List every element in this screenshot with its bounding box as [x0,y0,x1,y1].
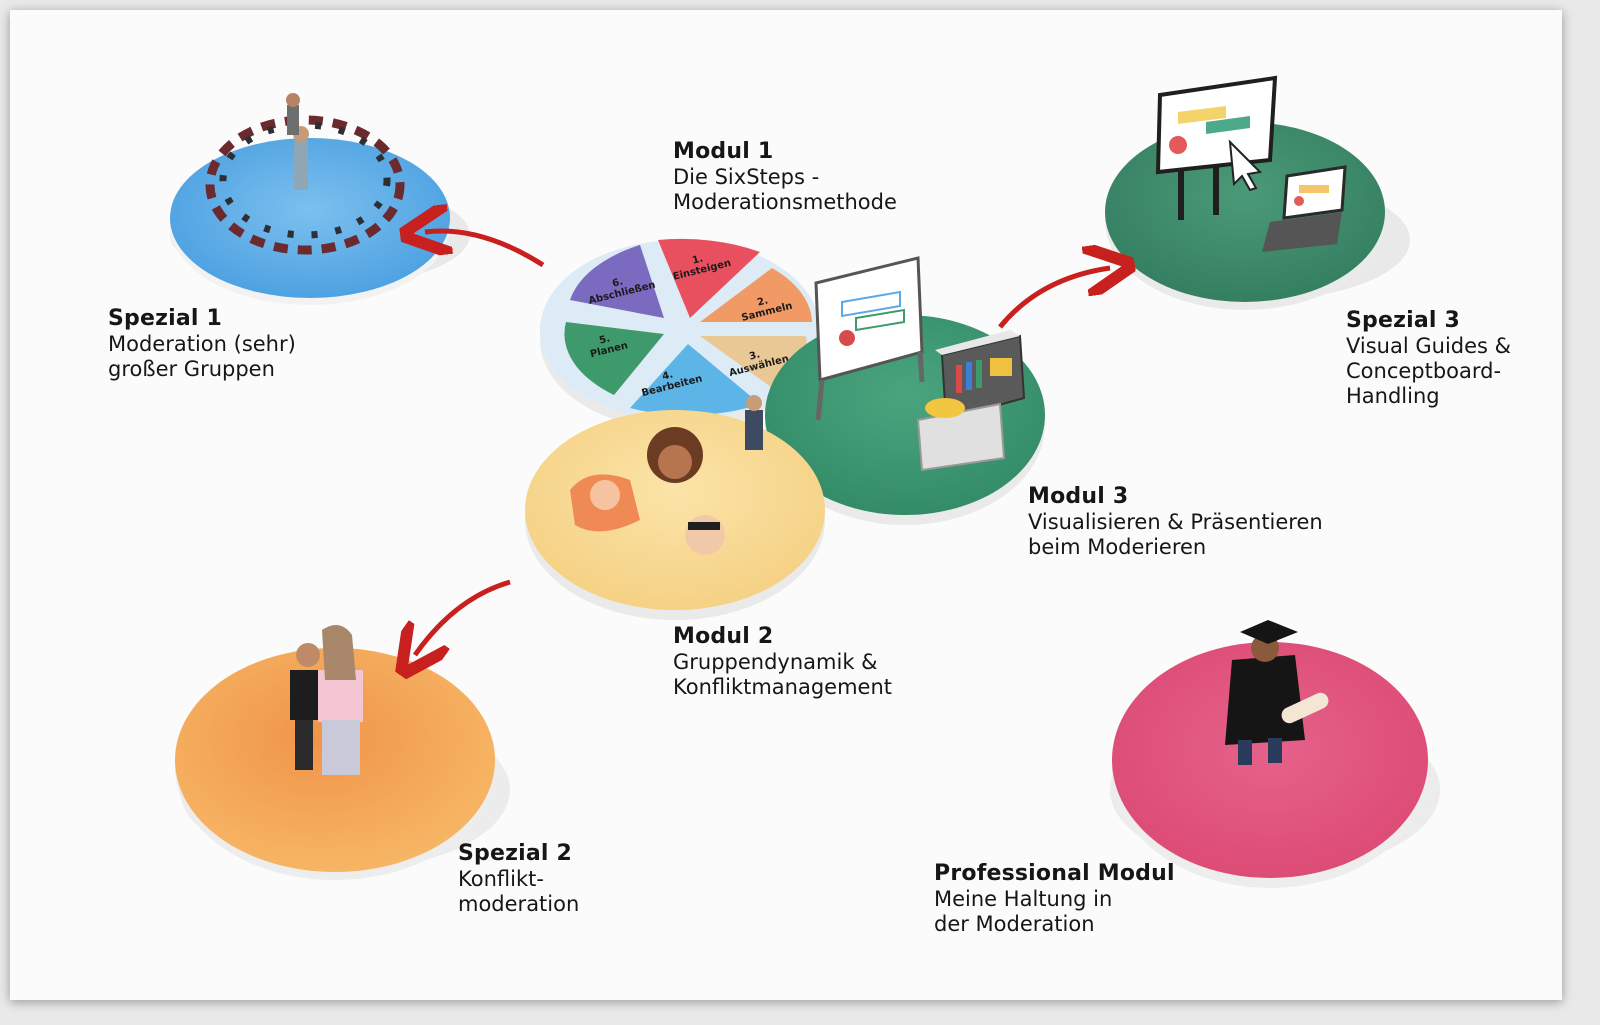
modul2-description: Gruppendynamik & Konfliktmanagement [673,650,893,699]
arrow-to-spezial2 [415,579,511,655]
laptop-illustration [1262,165,1347,252]
modul1-label: Modul 1 Die SixSteps - Moderationsmethod… [673,139,897,215]
graduate-illustration [1225,620,1329,765]
spezial1-title: Spezial 1 [108,306,223,331]
modul2-title: Modul 2 [673,624,774,649]
arrow-to-spezial1 [425,231,545,268]
discussion-faces-illustration [570,395,763,555]
screen-illustration [1155,75,1278,220]
modul3-title: Modul 3 [1028,484,1129,509]
professional-description: Meine Haltung in der Moderation [934,887,1113,936]
professional-title: Professional Modul [934,861,1175,886]
step-bearbeiten [630,344,760,416]
step-planen [564,322,664,395]
modul1-title: Modul 1 [673,139,774,164]
spezial2-label: Spezial 2 Konflikt- moderation [458,841,579,917]
sixsteps-wheel: 1. Einsteigen 2. Sammeln 3. Auswählen 4.… [564,238,812,416]
modul3-description: Visualisieren & Präsentieren beim Moderi… [1028,510,1323,559]
hugging-couple-illustration [290,625,363,775]
arrow-to-spezial3 [998,268,1110,329]
modul1-description: Die SixSteps - Moderationsmethode [673,165,897,214]
spezial2-title: Spezial 2 [458,841,573,866]
professional-label: Professional Modul Meine Haltung in der … [934,861,1175,937]
spezial1-description: Moderation (sehr) großer Gruppen [108,332,296,381]
chair-circle-illustration [205,93,405,255]
modul2-platform [525,410,825,620]
step-einsteigen [658,238,760,318]
spezial3-title: Spezial 3 [1346,308,1461,333]
spezial1-label: Spezial 1 Moderation (sehr) großer Grupp… [108,306,296,382]
step-abschliessen [570,245,664,318]
modul2-label: Modul 2 Gruppendynamik & Konfliktmanagem… [673,624,892,700]
image-frame: 1. Einsteigen 2. Sammeln 3. Auswählen 4.… [10,10,1562,1000]
spezial3-label: Spezial 3 Visual Guides & Conceptboard- … [1346,308,1511,409]
spezial1-platform [170,138,450,305]
step-sammeln [700,268,812,322]
spezial2-description: Konflikt- moderation [458,867,580,916]
flipchart-illustration [814,256,925,421]
diagram-scene: 1. Einsteigen 2. Sammeln 3. Auswählen 4.… [170,75,1440,888]
moderation-case-illustration [916,330,1026,472]
modul3-label: Modul 3 Visualisieren & Präsentieren bei… [1028,484,1323,560]
spezial3-description: Visual Guides & Conceptboard- Handling [1346,334,1512,408]
